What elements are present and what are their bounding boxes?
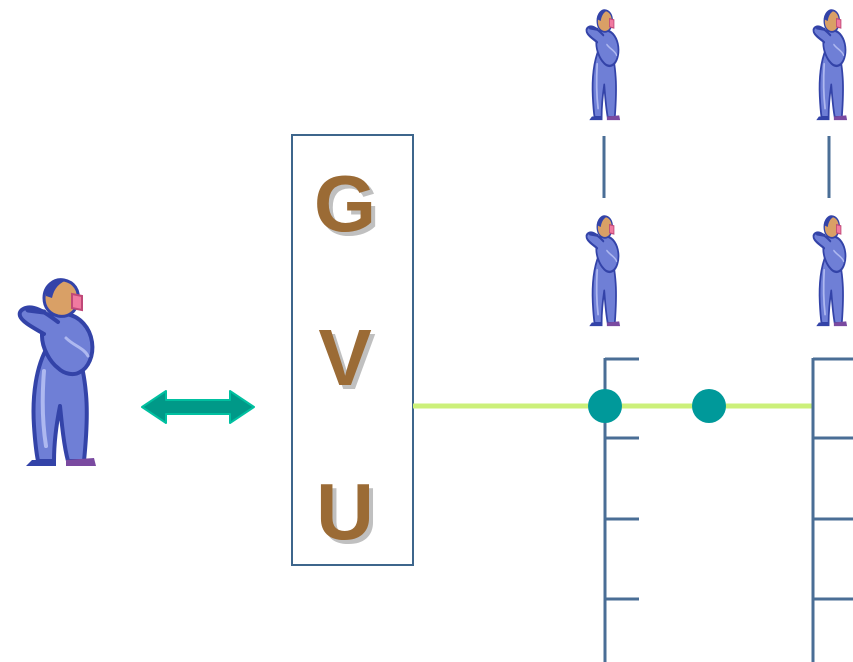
gvu-letter-v: V: [318, 313, 371, 402]
gvu-box-frame: [291, 134, 414, 566]
double-headed-arrow-icon: [141, 390, 255, 424]
user-figure-left: [20, 279, 96, 466]
gvu-letter-v-shadow: V: [322, 317, 375, 406]
person-with-telephone-icon: [585, 214, 622, 328]
person-with-telephone-icon: [812, 214, 849, 328]
network-node-icon: [692, 389, 726, 423]
gvu-letter-g: G: [314, 159, 376, 248]
tree-column-1: [585, 8, 639, 662]
network-node-icon: [588, 389, 622, 423]
tree-column-2: [811, 8, 853, 662]
person-with-telephone-icon: [585, 8, 622, 122]
gvu-box: G V U G V U: [291, 134, 414, 566]
gvu-letter-u: U: [316, 467, 374, 556]
gvu-letter-u-shadow: U: [320, 471, 378, 560]
person-with-telephone-icon: [812, 8, 849, 122]
person-with-telephone-icon: [20, 279, 96, 466]
gvu-letter-g-shadow: G: [318, 163, 380, 252]
